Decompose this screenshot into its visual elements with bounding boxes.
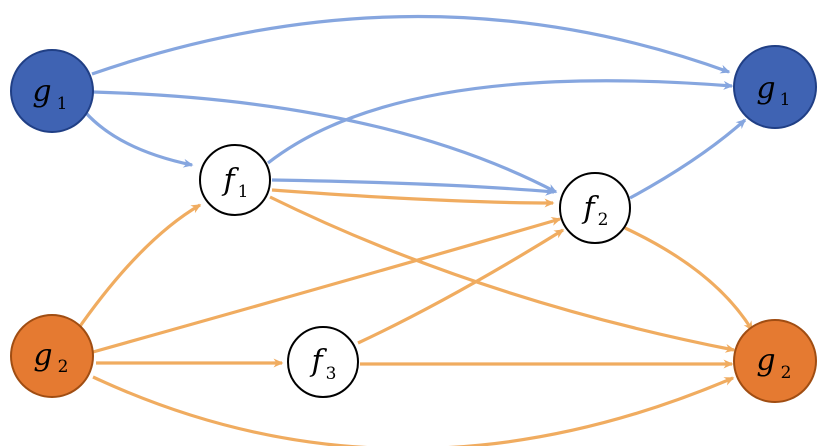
- edge-f1-to-g2-right: [269, 195, 736, 353]
- node-g2-right-sub: 2: [781, 363, 792, 383]
- edge-f1-to-f2-blue: [271, 178, 556, 196]
- node-g2-left-sub: 2: [58, 357, 69, 377]
- node-f3: f 3: [287, 326, 359, 398]
- edge-f2-to-g1-right: [629, 118, 747, 200]
- edge-g1-left-to-g1-right: [91, 14, 731, 76]
- svg-text:g: g: [33, 338, 52, 373]
- node-f3-sub: 3: [326, 364, 337, 384]
- edge-f3-to-f2: [357, 228, 565, 345]
- svg-text:g: g: [756, 71, 775, 106]
- node-f1: f 1: [199, 144, 271, 216]
- node-f2-sub: 2: [598, 210, 609, 230]
- edge-layer: [74, 14, 754, 446]
- node-g1-left: g 1: [10, 49, 94, 133]
- svg-text:g: g: [32, 74, 51, 109]
- edge-f1-to-f2-orange: [271, 188, 555, 208]
- node-g1-left-sub: 1: [57, 94, 68, 114]
- node-g1-left-base: g: [32, 74, 51, 109]
- node-g1-right: g 1: [733, 45, 817, 129]
- edge-g2-left-to-f2: [92, 217, 562, 354]
- edge-g1-left-to-f2: [92, 90, 558, 194]
- node-f1-sub: 1: [238, 182, 249, 202]
- edge-f1-to-g1-right: [267, 79, 734, 165]
- node-layer: g 1 g 2 f 1 f 3: [10, 45, 817, 403]
- edge-g1-left-to-f1: [84, 111, 194, 168]
- edge-g2-left-to-f1: [74, 203, 202, 333]
- node-g1-right-sub: 1: [780, 90, 791, 110]
- node-g2-right-base: g: [756, 343, 775, 378]
- node-g1-right-base: g: [756, 71, 775, 106]
- edge-g2-left-to-g2-right: [92, 375, 735, 446]
- node-g2-left-base: g: [33, 338, 52, 373]
- svg-text:g: g: [756, 343, 775, 378]
- node-f2: f 2: [559, 172, 631, 244]
- node-g2-left: g 2: [10, 314, 94, 398]
- node-g2-right: g 2: [733, 319, 817, 403]
- edge-f2-to-g2-right: [624, 226, 754, 332]
